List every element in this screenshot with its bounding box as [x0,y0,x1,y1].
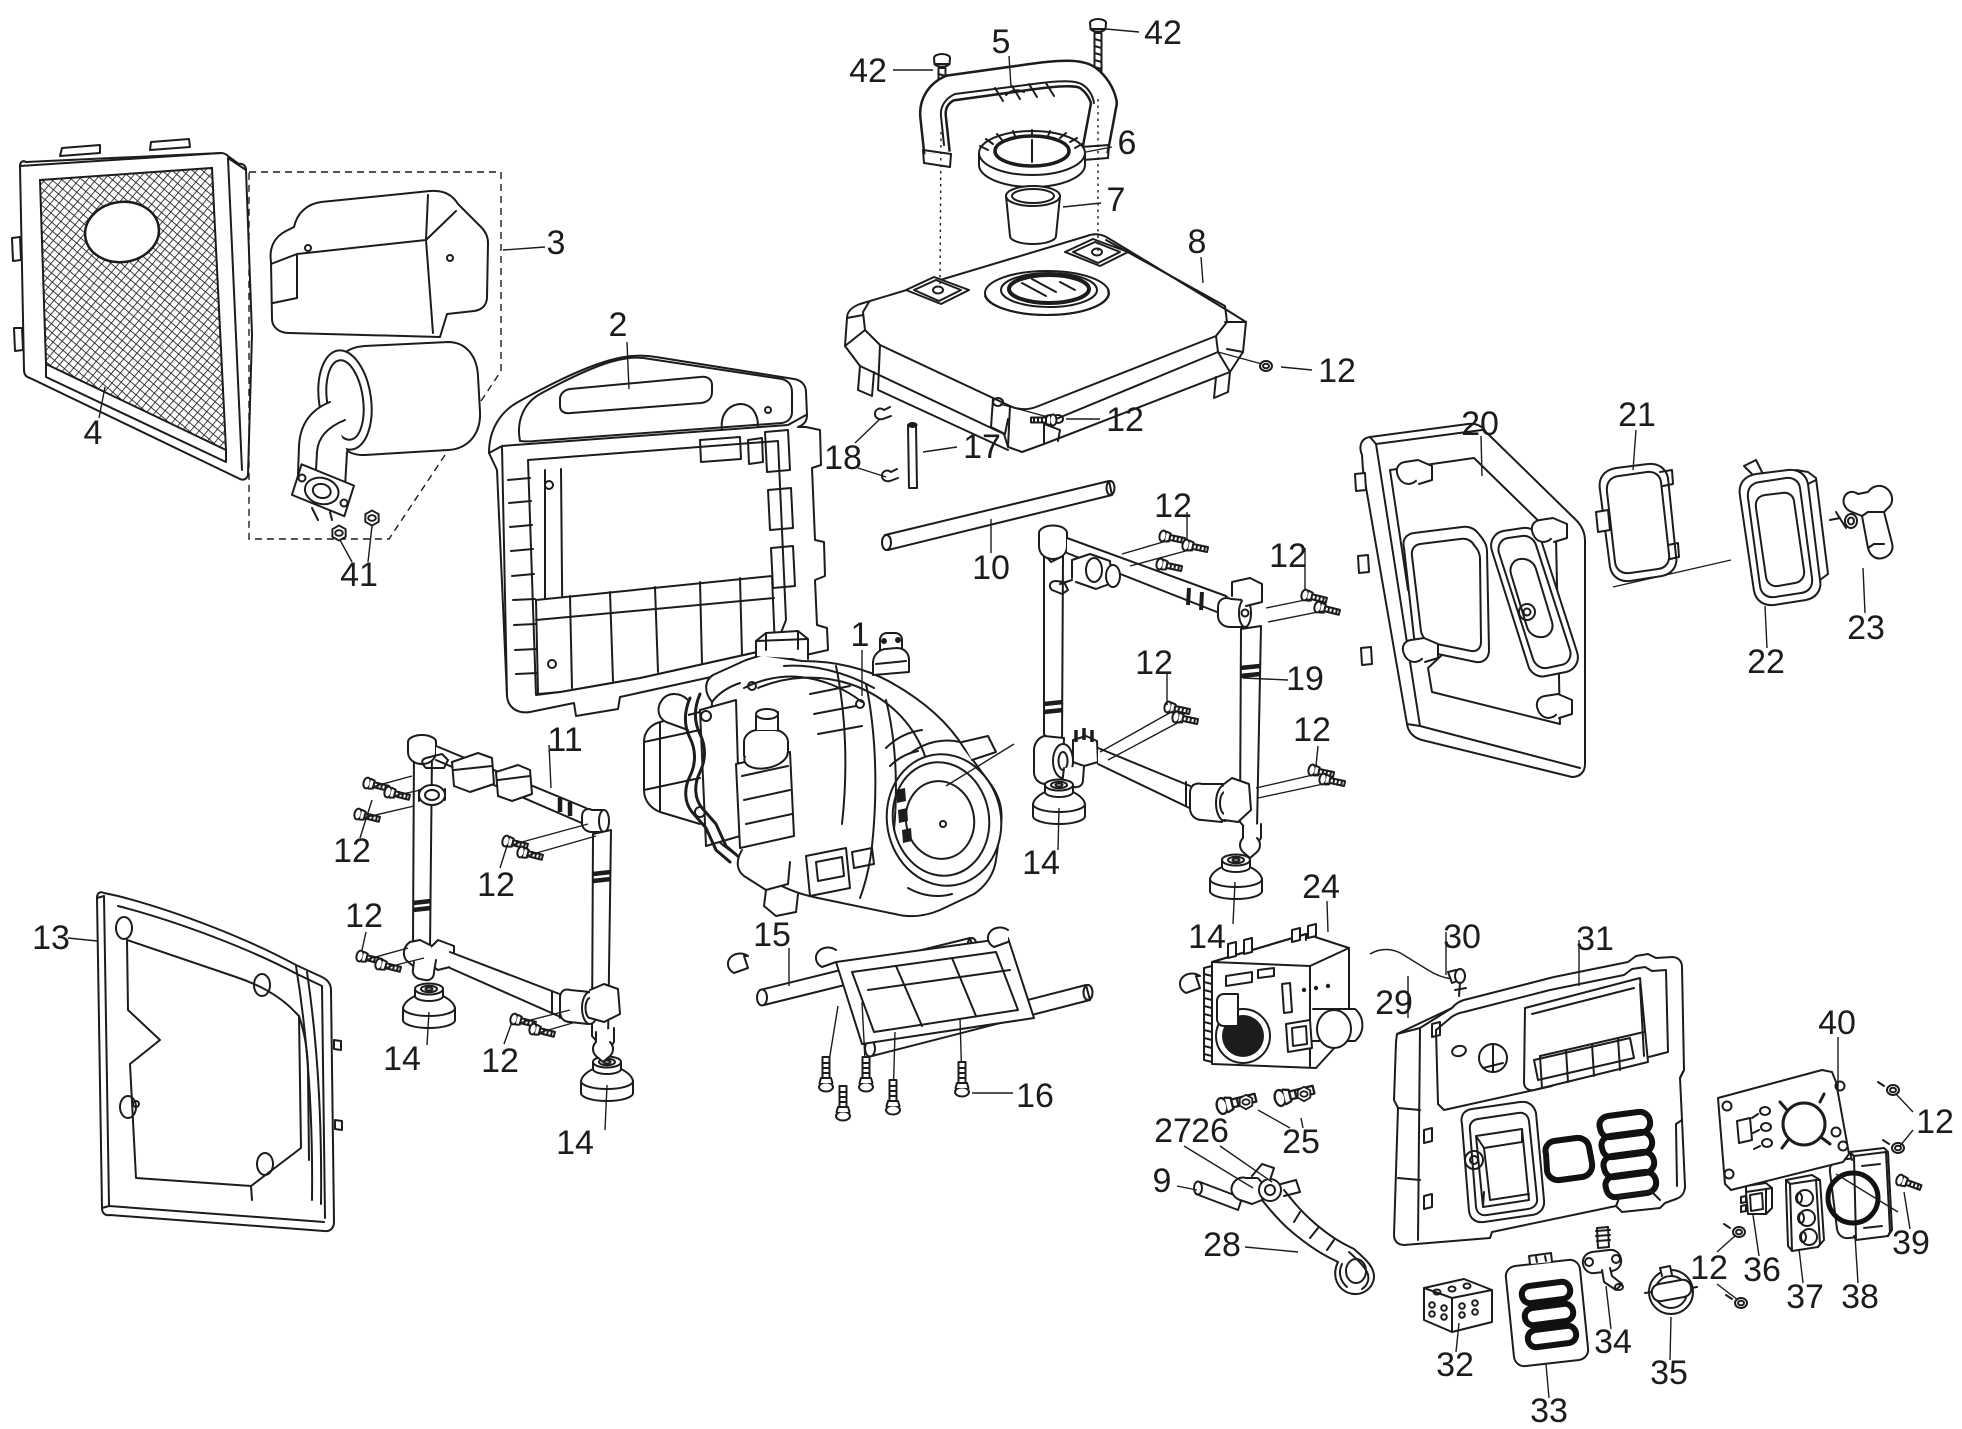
svg-text:33: 33 [1530,1392,1568,1429]
svg-text:4: 4 [84,414,103,452]
svg-text:40: 40 [1818,1004,1856,1042]
svg-text:36: 36 [1743,1251,1781,1289]
svg-text:38: 38 [1841,1278,1879,1316]
svg-text:34: 34 [1594,1323,1632,1361]
svg-text:12: 12 [1690,1249,1728,1287]
svg-text:12: 12 [1269,537,1307,575]
svg-text:15: 15 [753,916,791,954]
svg-text:2: 2 [609,306,628,344]
svg-text:17: 17 [963,428,1001,466]
svg-text:24: 24 [1302,868,1340,906]
svg-text:14: 14 [383,1040,421,1078]
svg-text:10: 10 [972,549,1010,587]
svg-text:12: 12 [477,866,515,904]
svg-text:27: 27 [1154,1112,1192,1150]
svg-text:5: 5 [992,23,1011,61]
svg-text:12: 12 [345,897,383,935]
svg-text:39: 39 [1892,1224,1930,1262]
svg-text:20: 20 [1461,405,1499,443]
svg-text:16: 16 [1016,1077,1054,1115]
svg-text:11: 11 [547,721,582,759]
svg-text:14: 14 [1022,844,1060,882]
svg-text:12: 12 [1293,711,1331,749]
svg-text:12: 12 [1106,401,1144,439]
svg-text:29: 29 [1375,984,1413,1022]
svg-text:32: 32 [1436,1346,1474,1384]
svg-text:6: 6 [1118,124,1137,162]
svg-text:13: 13 [32,919,70,957]
svg-text:31: 31 [1576,920,1614,958]
svg-text:12: 12 [1318,352,1356,390]
svg-text:30: 30 [1443,918,1481,956]
svg-text:14: 14 [556,1124,594,1162]
svg-text:12: 12 [1154,487,1192,525]
svg-text:12: 12 [1916,1103,1954,1141]
svg-text:23: 23 [1847,609,1885,647]
svg-text:14: 14 [1188,918,1226,956]
svg-text:1: 1 [851,616,870,654]
svg-text:7: 7 [1107,181,1126,219]
svg-text:37: 37 [1786,1278,1824,1316]
svg-text:41: 41 [340,556,378,594]
svg-text:28: 28 [1203,1226,1241,1264]
svg-text:26: 26 [1191,1112,1229,1150]
svg-text:42: 42 [849,52,887,90]
svg-text:19: 19 [1286,660,1324,698]
svg-text:9: 9 [1153,1162,1172,1200]
svg-text:21: 21 [1618,396,1656,434]
svg-text:35: 35 [1650,1354,1688,1392]
svg-text:3: 3 [547,224,566,262]
svg-text:25: 25 [1282,1123,1320,1161]
svg-text:18: 18 [824,439,862,477]
svg-text:12: 12 [333,832,371,870]
svg-text:12: 12 [481,1042,519,1080]
svg-text:42: 42 [1144,14,1182,52]
svg-text:22: 22 [1747,643,1785,681]
svg-text:8: 8 [1188,223,1207,261]
